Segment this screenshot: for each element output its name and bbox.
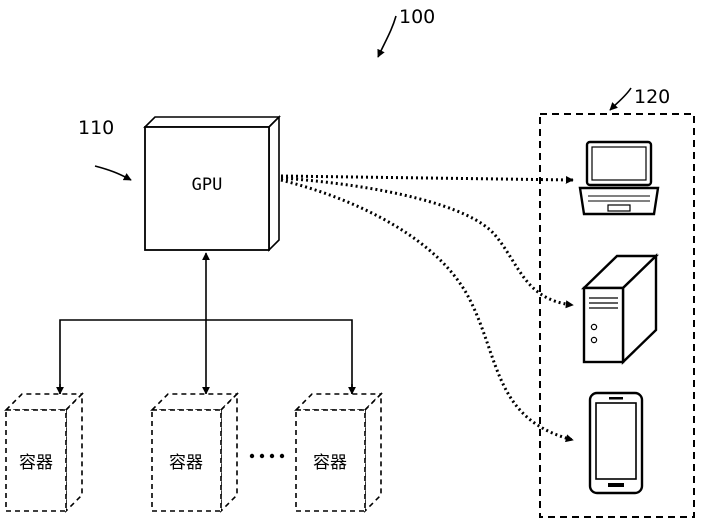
ellipsis-dots	[249, 453, 285, 459]
link-to-laptop	[280, 174, 574, 184]
gpu-box: GPU	[143, 115, 281, 252]
container-2: 容器	[150, 392, 239, 513]
desktop-tower-icon	[581, 253, 659, 365]
container-1: 容器	[4, 392, 84, 513]
ref-100-label: 100	[399, 6, 435, 28]
laptop-icon	[578, 140, 660, 216]
container-bus	[59, 319, 353, 394]
ref-120-label: 120	[634, 86, 670, 108]
container-3: 容器	[294, 392, 383, 513]
ref-120: 120	[609, 86, 670, 111]
gpu-label: GPU	[192, 175, 223, 195]
link-to-phone	[280, 178, 574, 443]
device-group-box	[539, 113, 695, 518]
link-to-desktop	[280, 176, 574, 309]
ref-110-label: 110	[78, 117, 114, 139]
smartphone-icon	[588, 391, 644, 495]
container-3-label: 容器	[313, 453, 347, 473]
container-2-label: 容器	[169, 453, 203, 473]
gpu-device-links	[280, 174, 574, 443]
container-1-label: 容器	[19, 453, 53, 473]
ref-100: 100	[377, 6, 435, 58]
ref-110: 110	[78, 117, 132, 181]
